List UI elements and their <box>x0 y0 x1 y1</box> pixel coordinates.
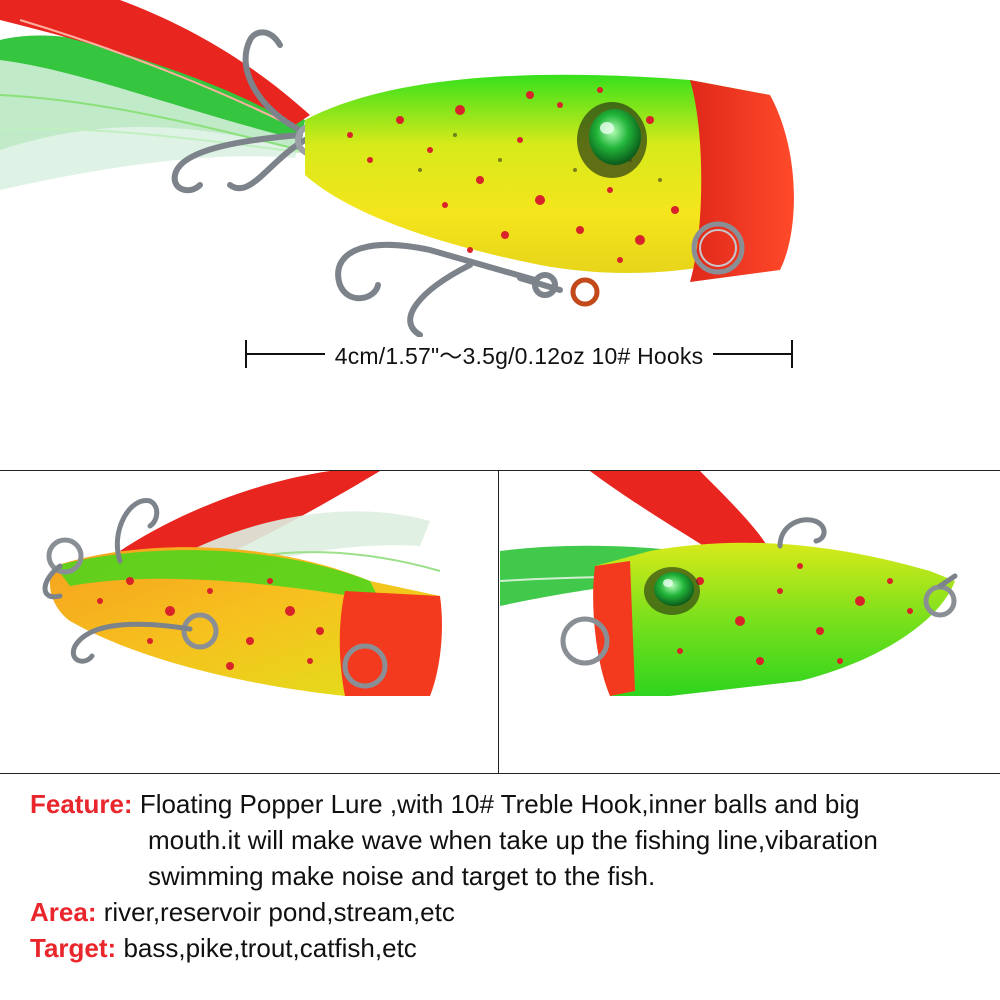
feature-label: Feature: <box>30 789 133 819</box>
dimension-text: 4cm/1.57"～3.5g/0.12oz 10# Hooks <box>324 337 714 371</box>
grid-divider-vertical <box>498 470 499 774</box>
lure-front-view-photo <box>0 471 498 773</box>
dimension-label: 4cm/1.57"～3.5g/0.12oz 10# Hooks <box>245 337 793 371</box>
popper-lure-body <box>305 74 794 282</box>
treble-hook-icon <box>335 241 563 338</box>
feature-text-2: mouth.it will make wave when take up the… <box>148 825 878 855</box>
feature-text-1: Floating Popper Lure ,with 10# Treble Ho… <box>139 789 860 819</box>
hero-lure-photo <box>0 0 1000 470</box>
area-line: Area: river,reservoir pond,stream,etc <box>30 894 980 930</box>
split-ring-icon <box>46 537 388 689</box>
feature-line-3: swimming make noise and target to the fi… <box>30 858 980 894</box>
treble-hook-icon <box>42 498 193 664</box>
target-line: Target: bass,pike,trout,catfish,etc <box>30 930 980 966</box>
product-specifications: Feature: Floating Popper Lure ,with 10# … <box>30 786 980 966</box>
feather-tail-icon <box>0 0 310 190</box>
feature-line-2: mouth.it will make wave when take up the… <box>30 822 980 858</box>
grid-divider-top <box>0 470 1000 471</box>
feature-text-3: swimming make noise and target to the fi… <box>148 861 656 891</box>
area-label: Area: <box>30 897 97 927</box>
target-value: bass,pike,trout,catfish,etc <box>123 933 417 963</box>
lure-eye-icon <box>577 102 647 178</box>
area-value: river,reservoir pond,stream,etc <box>103 897 455 927</box>
treble-hook-icon <box>777 517 958 589</box>
target-label: Target: <box>30 933 117 963</box>
popper-lure-body <box>50 547 442 696</box>
lure-eye-icon <box>644 567 700 615</box>
lure-side-view-photo <box>500 471 1000 773</box>
feature-line-1: Feature: Floating Popper Lure ,with 10# … <box>30 786 980 822</box>
dimension-tick-right <box>791 340 793 368</box>
split-ring-icon <box>570 221 745 307</box>
grid-divider-bottom <box>0 773 1000 774</box>
popper-lure-body <box>593 542 955 696</box>
